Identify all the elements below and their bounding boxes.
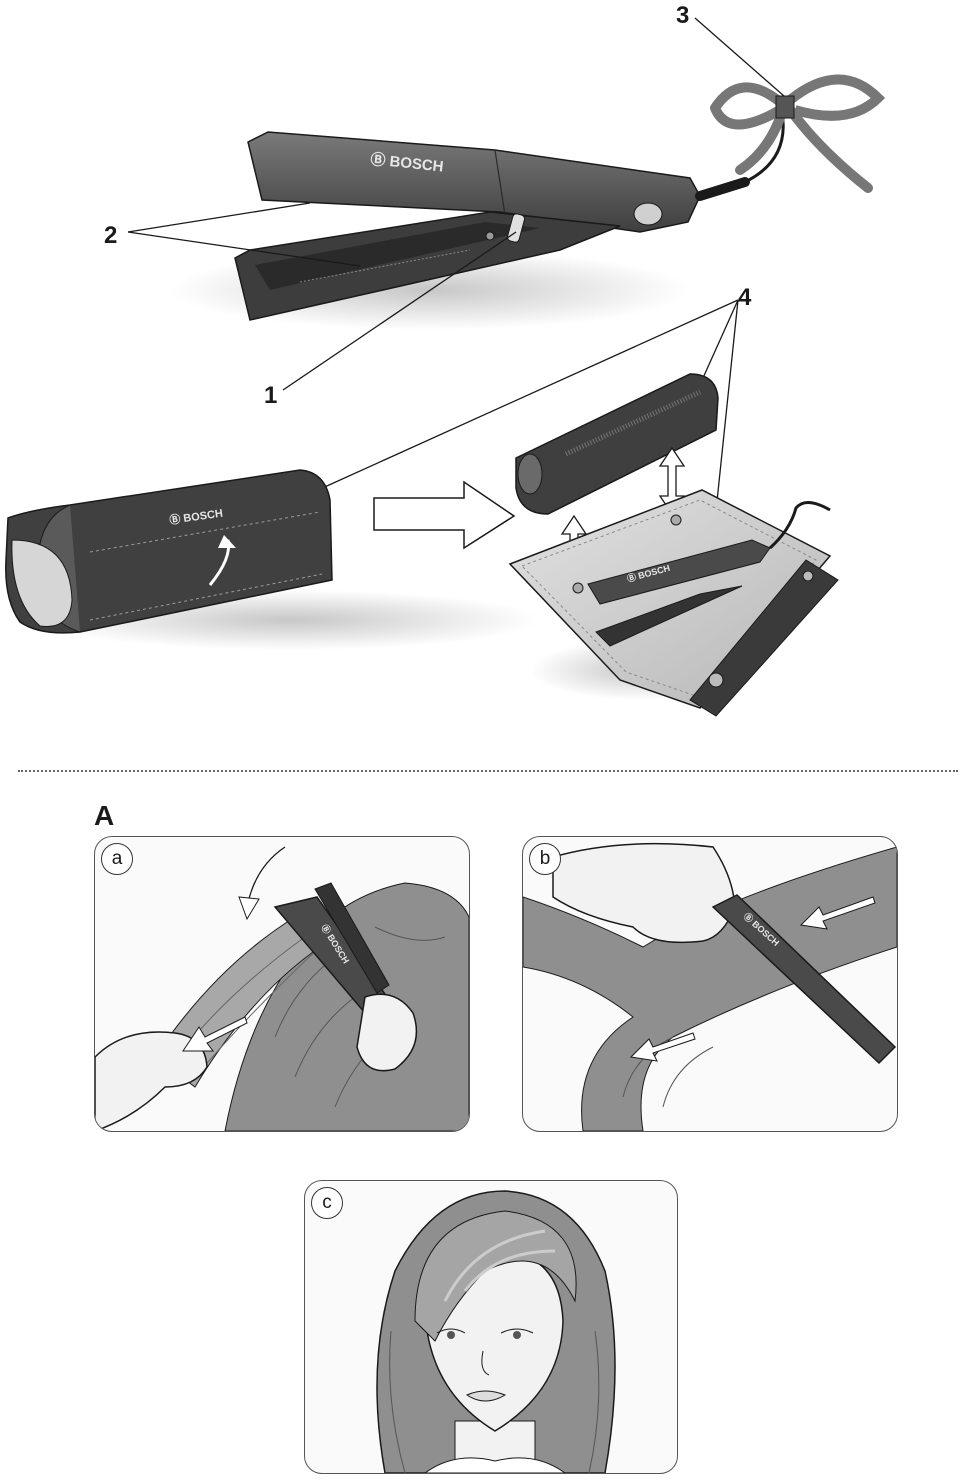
gliding-step-illustration: Ⓑ BOSCH — [523, 842, 897, 1131]
leader-lines — [127, 17, 785, 531]
callout-3: 3 — [676, 2, 690, 29]
result-illustration — [376, 1190, 616, 1473]
panel-b: b Ⓑ BOSCH — [522, 836, 898, 1132]
panel-c: c — [304, 1180, 678, 1474]
cord-tie — [710, 74, 886, 193]
section-label: A — [94, 800, 115, 831]
product-overview-illustration: Ⓑ BOSCH Ⓑ BOSCH — [5, 17, 886, 717]
straightener — [234, 74, 886, 321]
callout-4: 4 — [738, 284, 752, 311]
rolled-pouch — [5, 469, 540, 650]
panel-label: b — [529, 843, 561, 875]
open-pouch-mat — [508, 489, 839, 717]
panel-a: a Ⓑ BOSCH — [94, 836, 470, 1132]
callout-1: 1 — [264, 382, 278, 409]
lock-button — [633, 202, 663, 226]
section-divider — [18, 770, 958, 772]
heat-protection-pad — [515, 373, 719, 515]
panel-label: c — [311, 1187, 343, 1219]
straightening-step-illustration: Ⓑ BOSCH — [95, 846, 469, 1131]
callout-2: 2 — [104, 222, 118, 249]
arrow-right-icon — [373, 480, 516, 550]
panel-label: a — [101, 843, 133, 875]
